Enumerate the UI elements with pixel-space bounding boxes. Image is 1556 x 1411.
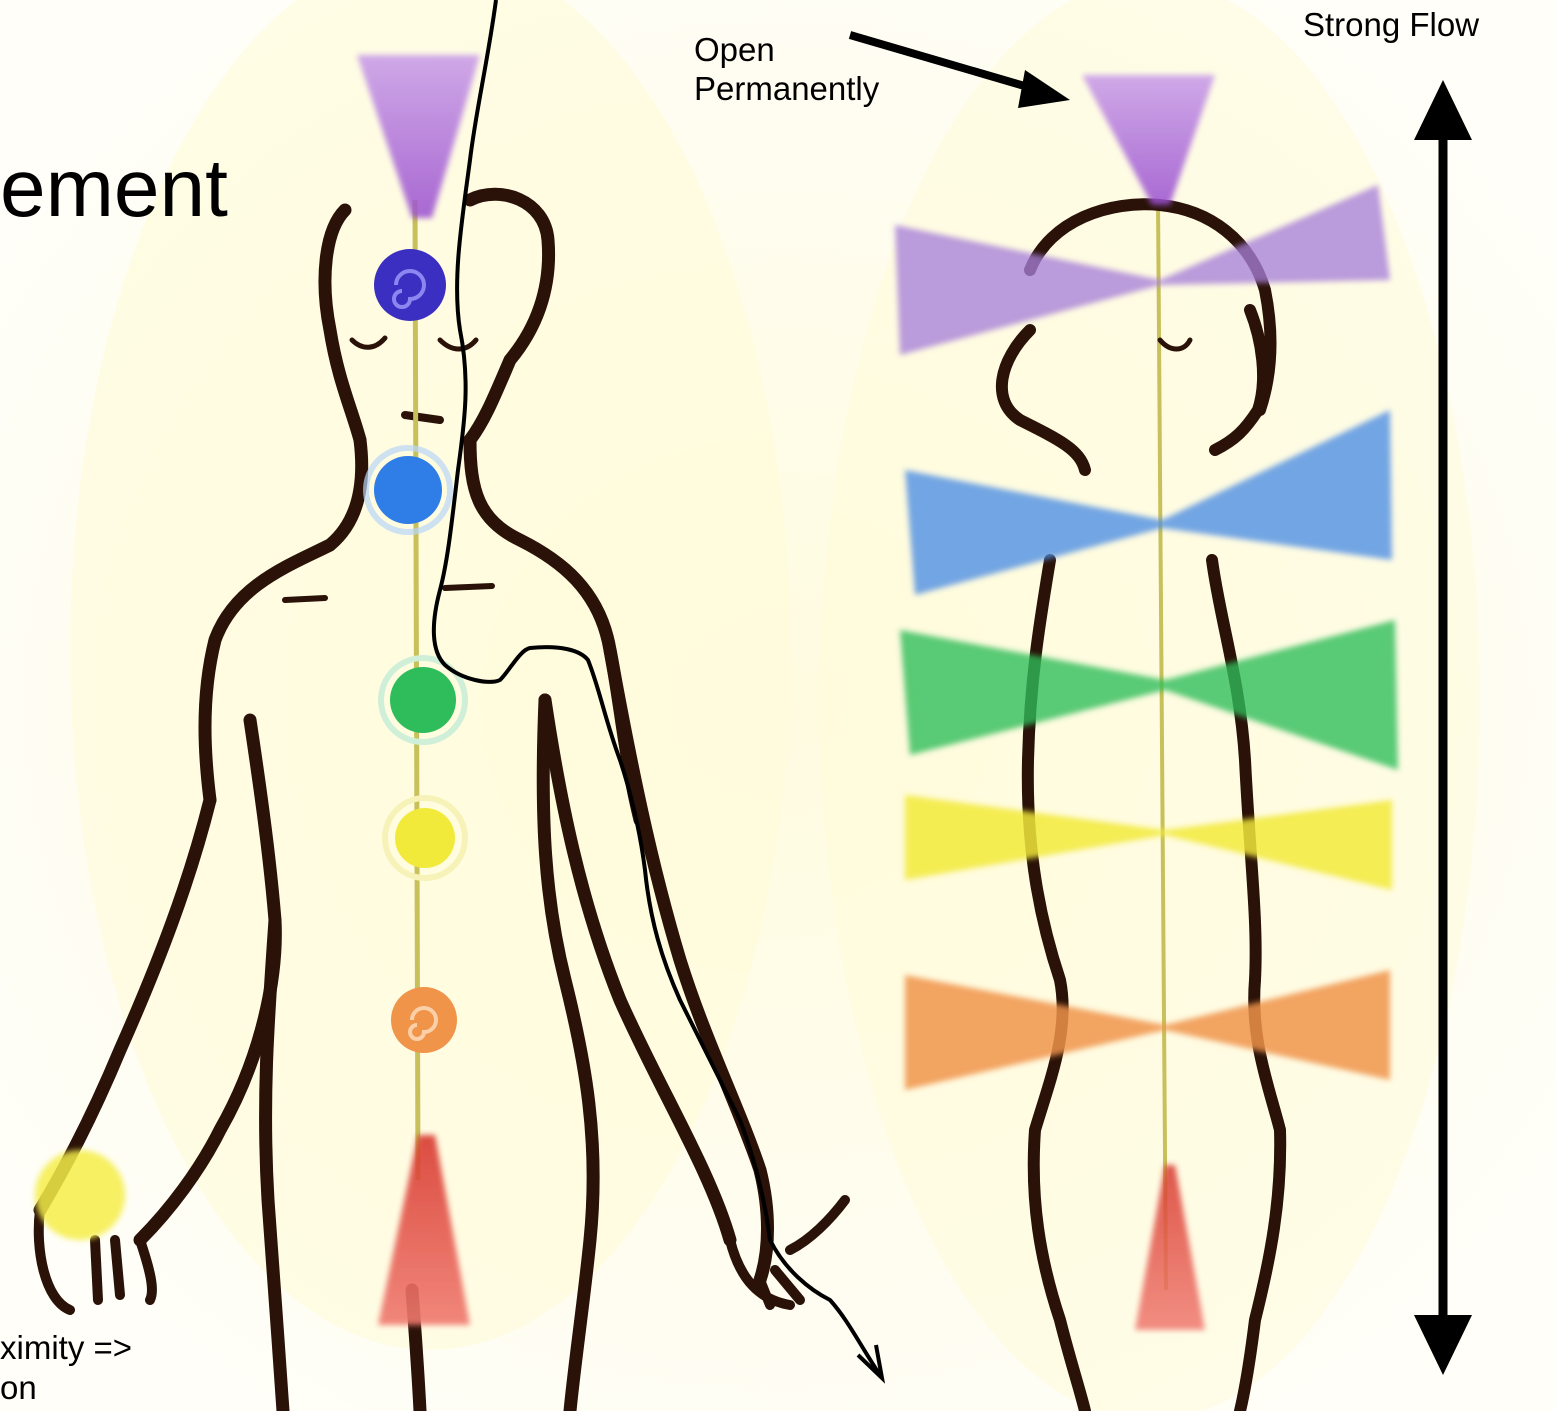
slide-title-fragment: ement: [0, 148, 228, 230]
open-permanently-label: Open Permanently: [694, 30, 879, 108]
left-orange-chakra: [391, 987, 457, 1053]
proximity-label: ximity => on: [0, 1328, 132, 1408]
left-hand-yellow-chakra: [35, 1150, 125, 1240]
left-green-chakra: [390, 667, 456, 733]
proximity-label-line-1: ximity =>: [0, 1328, 132, 1368]
strong-flow-label: Strong Flow: [1303, 8, 1479, 41]
left-blue-chakra: [374, 456, 442, 524]
left-mouth: [405, 415, 440, 420]
open-label-line-2: Permanently: [694, 69, 879, 108]
left-indigo-chakra: [374, 249, 446, 321]
left-yellow-chakra: [395, 808, 455, 868]
open-label-line-1: Open: [694, 30, 879, 69]
proximity-label-line-2: on: [0, 1368, 132, 1408]
